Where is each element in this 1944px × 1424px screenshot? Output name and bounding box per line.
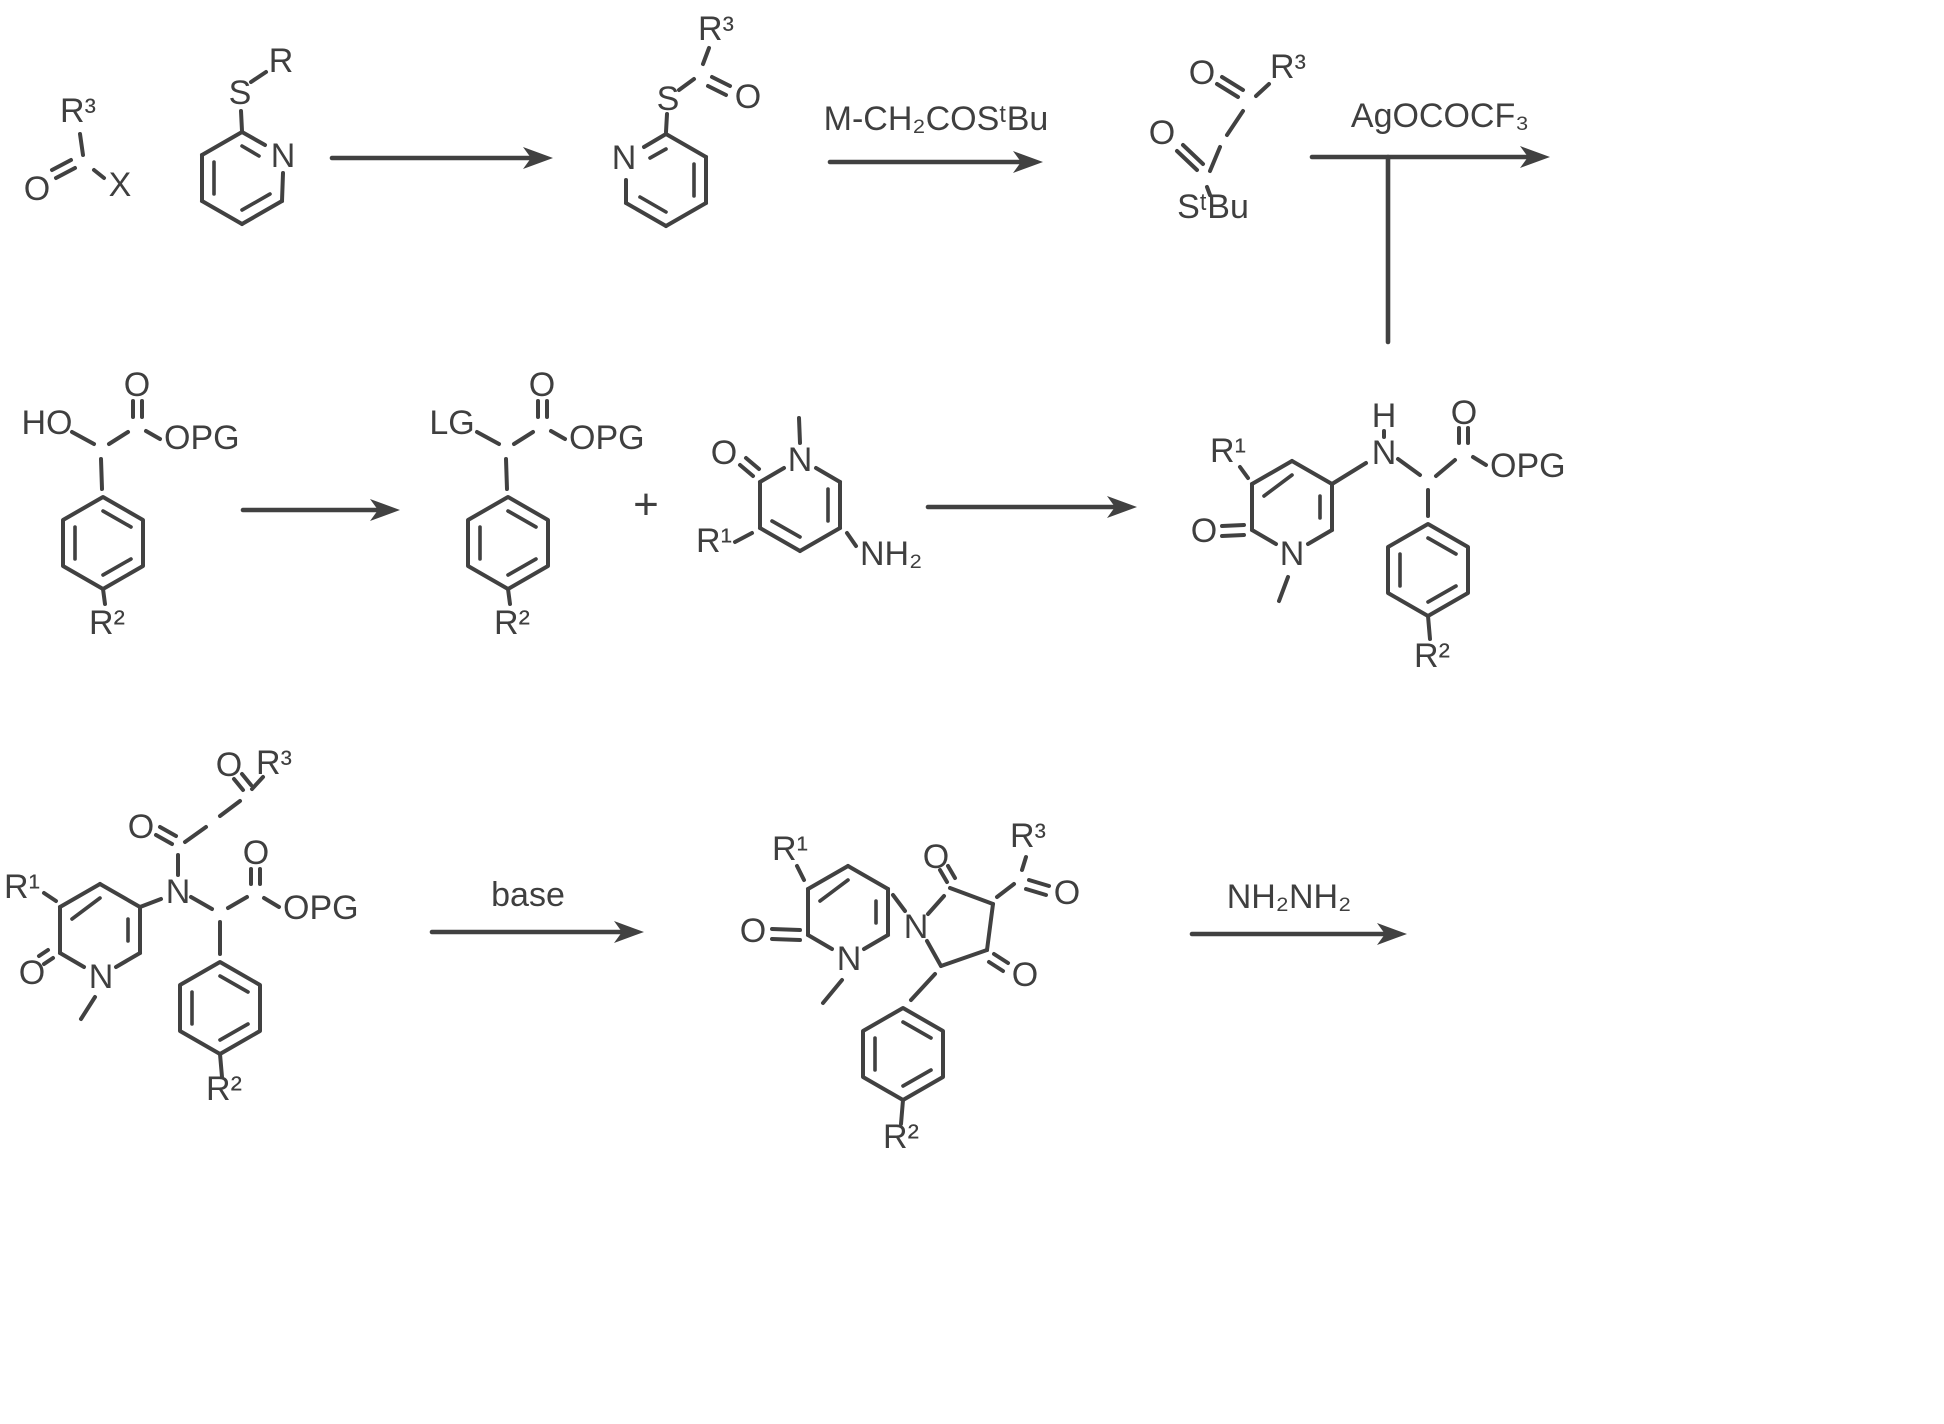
atom-label-n: N [271, 137, 296, 175]
atom-label-o-c4: O [1012, 956, 1038, 994]
atom-label-r2: R² [206, 1070, 242, 1108]
atom-label-x: X [109, 166, 132, 204]
atom-label-o-ring: O [1191, 512, 1217, 550]
reaction-arrow-3: AgOCOCF₃ [1309, 97, 1550, 345]
atom-label-o-top: O [1189, 54, 1215, 92]
atom-label-r3: R³ [1270, 48, 1306, 86]
reaction-arrow-6: base [429, 876, 644, 943]
reaction-arrow-2: M-CH₂COSᵗBu [824, 100, 1049, 173]
atom-label-o-ring: O [740, 912, 766, 950]
structure-anilino-ester: R¹ O N H N O OPG R² [1191, 394, 1566, 675]
atom-label-o: O [711, 434, 737, 472]
reagent-label-hydrazine: NH₂NH₂ [1227, 878, 1352, 916]
atom-label-o-ester: O [1451, 394, 1477, 432]
atom-label-o-ester: O [243, 834, 269, 872]
atom-label-o: O [529, 366, 555, 404]
atom-label-r2: R² [494, 604, 530, 642]
atom-label-r2: R² [883, 1118, 919, 1156]
atom-label-r3: R³ [60, 92, 96, 130]
structure-lg-ester: LG O OPG R² [429, 366, 644, 642]
atom-label-lg: LG [429, 404, 474, 442]
atom-label-h: H [1372, 397, 1397, 435]
structure-mandelate: HO O OPG R² [22, 366, 240, 642]
structure-amino-pyridinone: N O R¹ NH₂ [696, 416, 922, 573]
atom-label-o: O [24, 170, 50, 208]
bonds-beta-keto-thioester [1175, 75, 1271, 197]
atom-label-stbu: SᵗBu [1177, 188, 1249, 226]
atom-label-s: S [229, 74, 252, 112]
atom-label-n5: N [904, 908, 929, 946]
bonds-pyridyl-thioester [624, 46, 732, 228]
atom-label-r3: R³ [698, 10, 734, 48]
atom-label-n-ring: N [837, 940, 862, 978]
reaction-arrow-4 [240, 499, 400, 521]
arrowhead [1377, 923, 1407, 945]
atom-label-o-acyl: O [1054, 874, 1080, 912]
atom-label-n-center: N [166, 873, 191, 911]
atom-label-o-keto: O [216, 746, 242, 784]
atom-label-n: N [1372, 434, 1397, 472]
arrowhead [614, 921, 644, 943]
structure-thioether-pyridine: S R N [200, 42, 296, 226]
atom-label-r1: R¹ [1210, 432, 1246, 470]
bonds-thioether-pyridine [200, 70, 285, 226]
atom-label-r1: R¹ [696, 522, 732, 560]
atom-label-n: N [612, 139, 637, 177]
bonds-anilino-ester [1220, 426, 1488, 641]
structure-keto-amide: R¹ O N N O O R³ O OPG R² [4, 744, 359, 1108]
bonds-acyl-halide [50, 132, 106, 180]
reaction-arrow-7: NH₂NH₂ [1189, 878, 1407, 945]
bonds-amino-pyridinone [733, 416, 858, 553]
bonds-lg-ester [466, 399, 567, 606]
reaction-arrow-1 [329, 147, 553, 169]
arrowhead [1520, 146, 1550, 168]
atom-label-r2: R² [1414, 637, 1450, 675]
atom-label-ho: HO [22, 404, 73, 442]
structure-pyrrolinone: R¹ O N N O R³ O O R² [740, 817, 1080, 1156]
bonds-keto-amide [37, 772, 281, 1079]
atom-label-r2: R² [89, 604, 125, 642]
atom-label-s: S [657, 80, 680, 118]
reagent-label-base: base [491, 876, 565, 914]
structure-beta-keto-thioester: O R³ O SᵗBu [1149, 48, 1306, 226]
atom-label-opg: OPG [1490, 447, 1566, 485]
reaction-arrow-5 [925, 496, 1137, 518]
bonds-pyrrolinone [770, 855, 1051, 1126]
atom-label-o: O [735, 78, 761, 116]
atom-label-o-c2: O [923, 838, 949, 876]
atom-label-o-amide: O [128, 808, 154, 846]
atom-label-r1: R¹ [772, 830, 808, 868]
atom-label-n-ring: N [89, 958, 114, 996]
atom-label-n-ring: N [1280, 535, 1305, 573]
reagent-label-thioesterification: M-CH₂COSᵗBu [824, 100, 1049, 138]
atom-label-o: O [124, 366, 150, 404]
atom-label-opg: OPG [164, 419, 240, 457]
atom-label-o-left: O [1149, 114, 1175, 152]
structure-acyl-halide: R³ O X [24, 92, 132, 208]
arrowhead [523, 147, 553, 169]
arrowhead [1013, 151, 1043, 173]
atom-label-r1: R¹ [4, 868, 40, 906]
structure-pyridyl-thioester: R³ S O N [612, 10, 761, 228]
atom-label-opg: OPG [283, 889, 359, 927]
arrowhead [370, 499, 400, 521]
atom-label-nh2: NH₂ [860, 535, 922, 573]
atom-label-opg: OPG [569, 419, 645, 457]
atom-label-o-ring: O [19, 954, 45, 992]
arrowhead [1107, 496, 1137, 518]
atom-label-r: R [269, 42, 294, 80]
atom-label-r3: R³ [1010, 817, 1046, 855]
bonds-mandelate [61, 399, 162, 606]
atom-label-r3: R³ [256, 744, 292, 782]
plus-sign: + [633, 480, 659, 529]
atom-label-n: N [788, 441, 813, 479]
reagent-label-silver-salt: AgOCOCF₃ [1351, 97, 1529, 135]
